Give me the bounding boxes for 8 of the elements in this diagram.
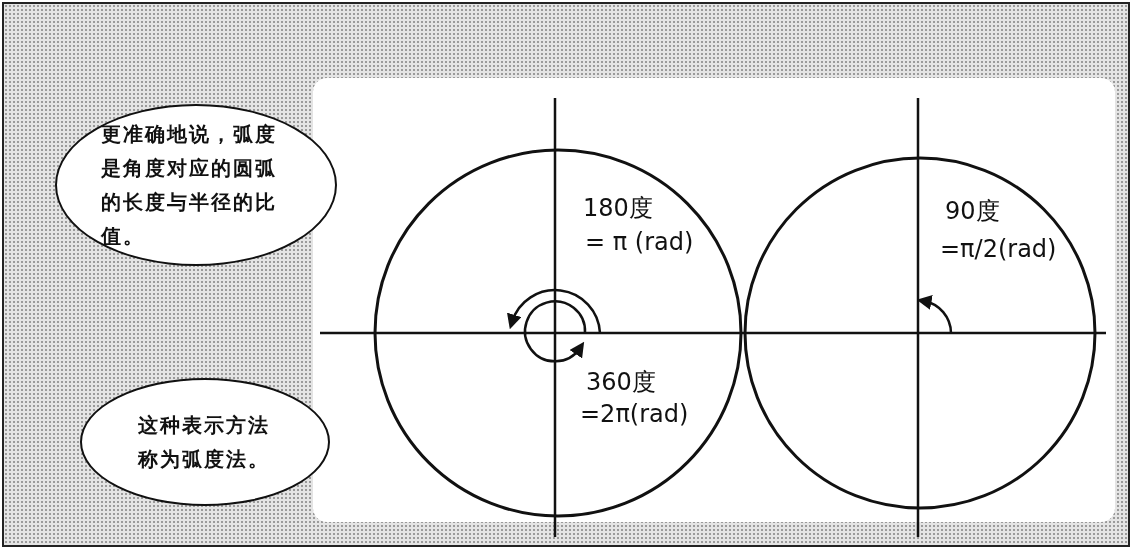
- bubble-text: 这种表示方法称为弧度法。: [137, 412, 271, 473]
- angle-label: 180度: [583, 194, 653, 222]
- angle-label: 360度: [586, 368, 656, 396]
- angle-label: 90度: [945, 197, 1000, 225]
- angle-label: = π (rad): [585, 228, 694, 256]
- bubble-text: 更准确地说，弧度是角度对应的圆弧的长度与半径的比值。: [101, 121, 278, 250]
- angle-label: =π/2(rad): [940, 235, 1057, 263]
- angle-label: =2π(rad): [580, 400, 689, 428]
